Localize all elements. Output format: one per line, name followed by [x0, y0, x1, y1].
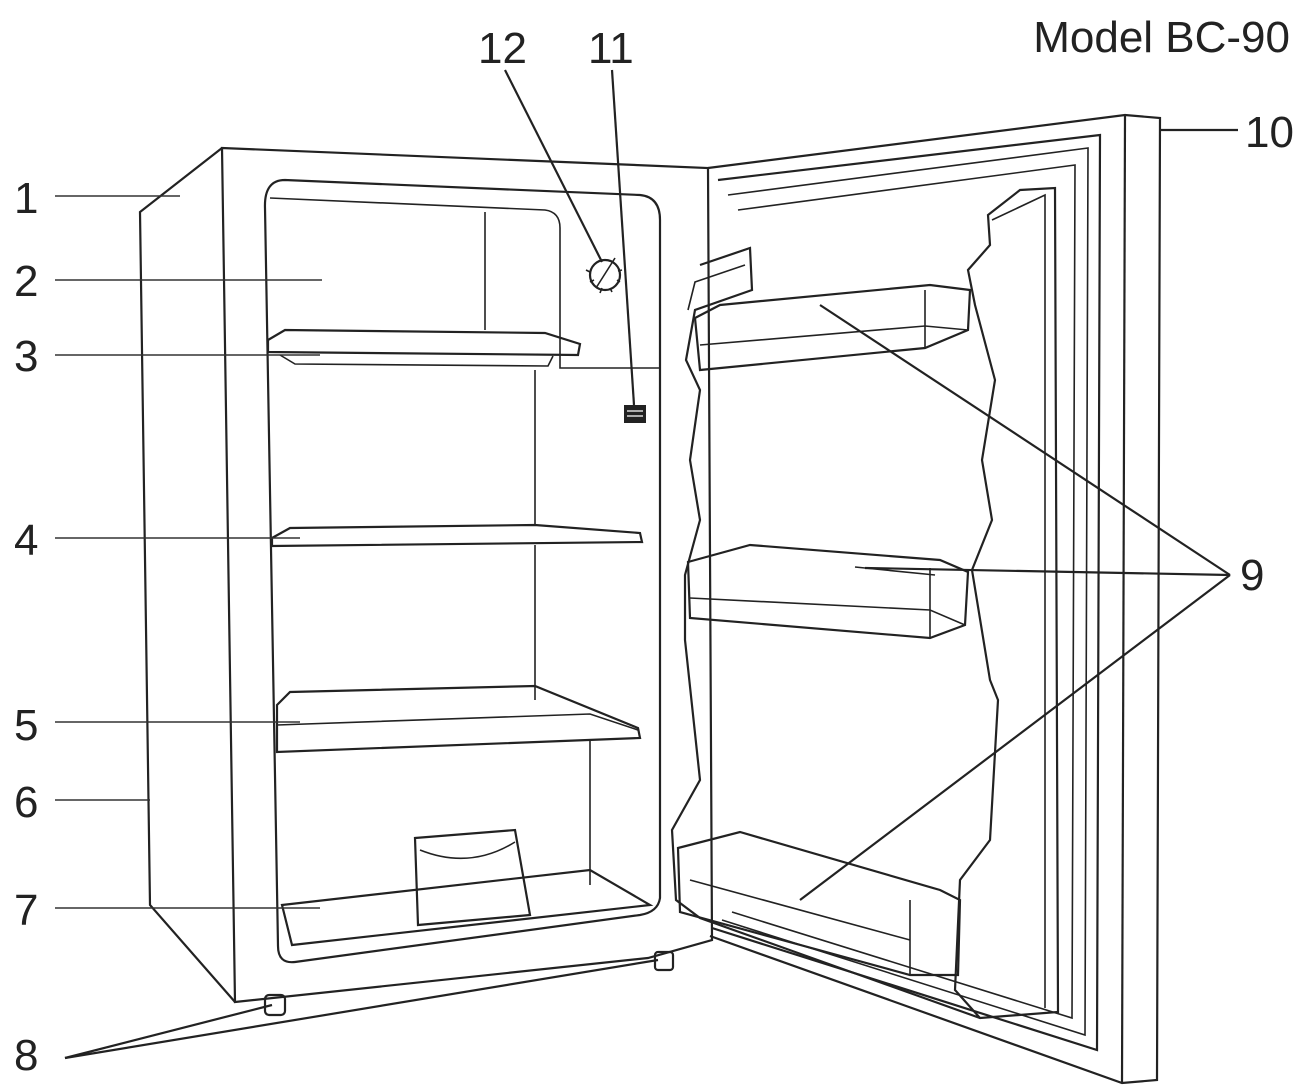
cabinet-inner-liner	[263, 178, 662, 964]
callout-labels: 1 2 3 4 5 6 7 8 9 10 11 12	[14, 24, 1294, 1080]
cabinet-front-frame	[220, 146, 714, 1004]
thermostat-knob	[585, 257, 623, 294]
callout-9: 9	[1240, 551, 1264, 600]
door-outer-panel	[707, 113, 1162, 1085]
callout-5: 5	[14, 701, 38, 750]
crisper-cover	[275, 684, 642, 754]
drip-tray	[266, 328, 582, 367]
callout-6: 6	[14, 778, 38, 827]
cabinet-back-wall	[269, 197, 561, 340]
crisper-drawer	[280, 828, 654, 947]
cabinet-side-panel	[138, 147, 236, 1003]
callout-3: 3	[14, 332, 38, 381]
callout-7: 7	[14, 886, 38, 935]
callout-1: 1	[14, 174, 38, 223]
leader-lines	[55, 69, 1238, 1060]
callout-12: 12	[478, 24, 527, 73]
model-title: Model BC-90	[1033, 13, 1290, 62]
callout-2: 2	[14, 257, 38, 306]
door-inner-liner	[670, 186, 1060, 1020]
glass-shelf	[270, 523, 644, 548]
callout-4: 4	[14, 516, 38, 565]
door-balconies	[676, 283, 972, 977]
door	[670, 113, 1162, 1085]
callout-11: 11	[588, 24, 634, 73]
callout-10: 10	[1245, 108, 1294, 157]
light-switch	[624, 405, 646, 423]
callout-8: 8	[14, 1031, 38, 1080]
cabinet	[138, 146, 714, 1004]
